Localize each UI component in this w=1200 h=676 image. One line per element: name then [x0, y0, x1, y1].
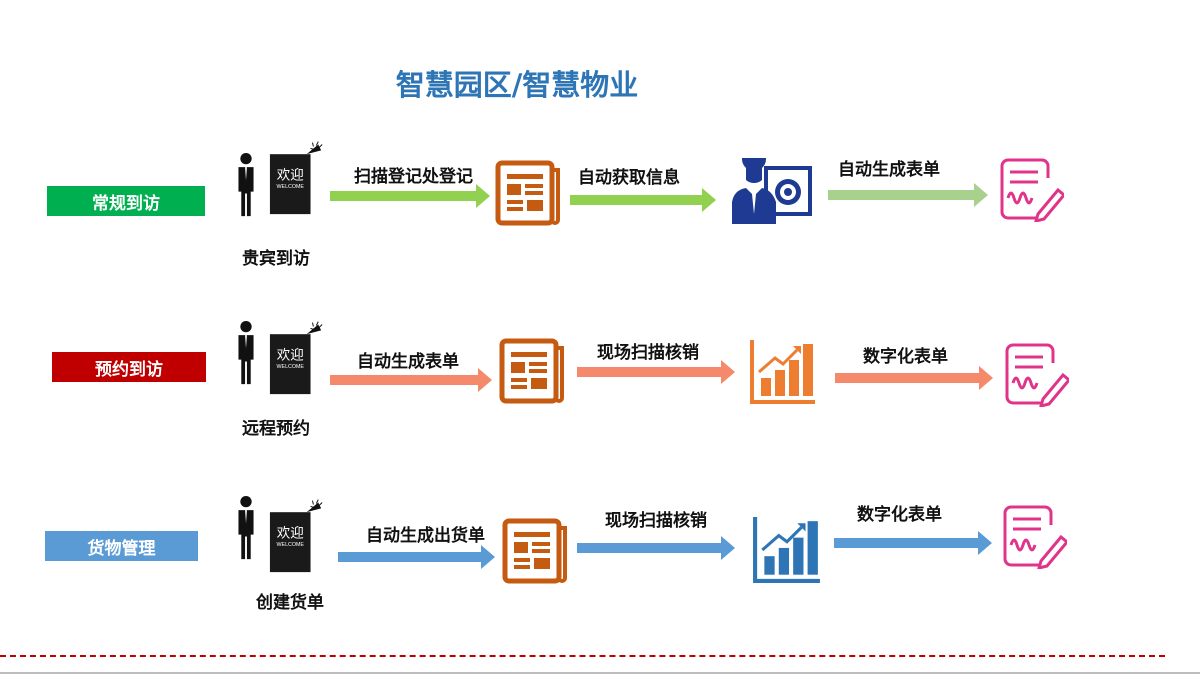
signed-form-icon [998, 158, 1064, 222]
flow-arrow [577, 360, 735, 384]
step-label: 自动生成表单 [838, 160, 940, 180]
step-label: 现场扫描核销 [605, 511, 707, 531]
welcome-sign-en: WELCOME [277, 184, 305, 190]
flow-arrow [835, 366, 993, 390]
welcome-sign-cn: 欢迎 [277, 525, 304, 541]
welcome-sign-cn: 欢迎 [277, 167, 304, 183]
flow-arrow [570, 188, 716, 212]
person-icon [236, 152, 256, 218]
page-title: 智慧园区/智慧物业 [395, 68, 639, 102]
welcome-sign-icon: 欢迎 WELCOME [269, 321, 323, 395]
row-caption: 贵宾到访 [242, 249, 310, 269]
user-gear-icon [732, 158, 812, 226]
welcome-sign-en: WELCOME [277, 364, 305, 370]
growth-chart-icon [752, 515, 822, 585]
welcome-sign-icon: 欢迎 WELCOME [269, 141, 323, 215]
step-label: 扫描登记处登记 [354, 167, 473, 187]
step-label: 现场扫描核销 [597, 343, 699, 363]
dashed-divider [0, 655, 1165, 657]
flow-arrow [834, 531, 992, 555]
row-caption: 创建货单 [256, 593, 324, 613]
row-label: 预约到访 [52, 352, 206, 382]
step-label: 自动生成表单 [357, 352, 459, 372]
flow-arrow [828, 183, 988, 207]
welcome-sign-en: WELCOME [277, 542, 305, 548]
newspaper-icon [495, 160, 561, 226]
flow-arrow [577, 536, 735, 560]
flow-arrow [338, 545, 495, 569]
person-icon [236, 320, 256, 386]
growth-chart-icon [749, 338, 817, 406]
step-label: 自动生成出货单 [366, 526, 485, 546]
bottom-border [0, 672, 1200, 674]
newspaper-icon [499, 338, 565, 404]
row-caption: 远程预约 [242, 419, 310, 439]
flow-arrow [330, 184, 490, 208]
step-label: 数字化表单 [863, 347, 948, 367]
signed-form-icon [1001, 505, 1067, 569]
step-label: 数字化表单 [857, 505, 942, 525]
row-label: 常规到访 [47, 186, 205, 216]
welcome-sign-cn: 欢迎 [277, 347, 304, 363]
person-icon [236, 495, 256, 561]
flow-arrow [330, 368, 492, 392]
welcome-sign-icon: 欢迎 WELCOME [269, 499, 323, 573]
signed-form-icon [1003, 343, 1069, 407]
newspaper-icon [502, 518, 568, 584]
step-label: 自动获取信息 [578, 168, 680, 188]
row-label: 货物管理 [45, 531, 198, 561]
